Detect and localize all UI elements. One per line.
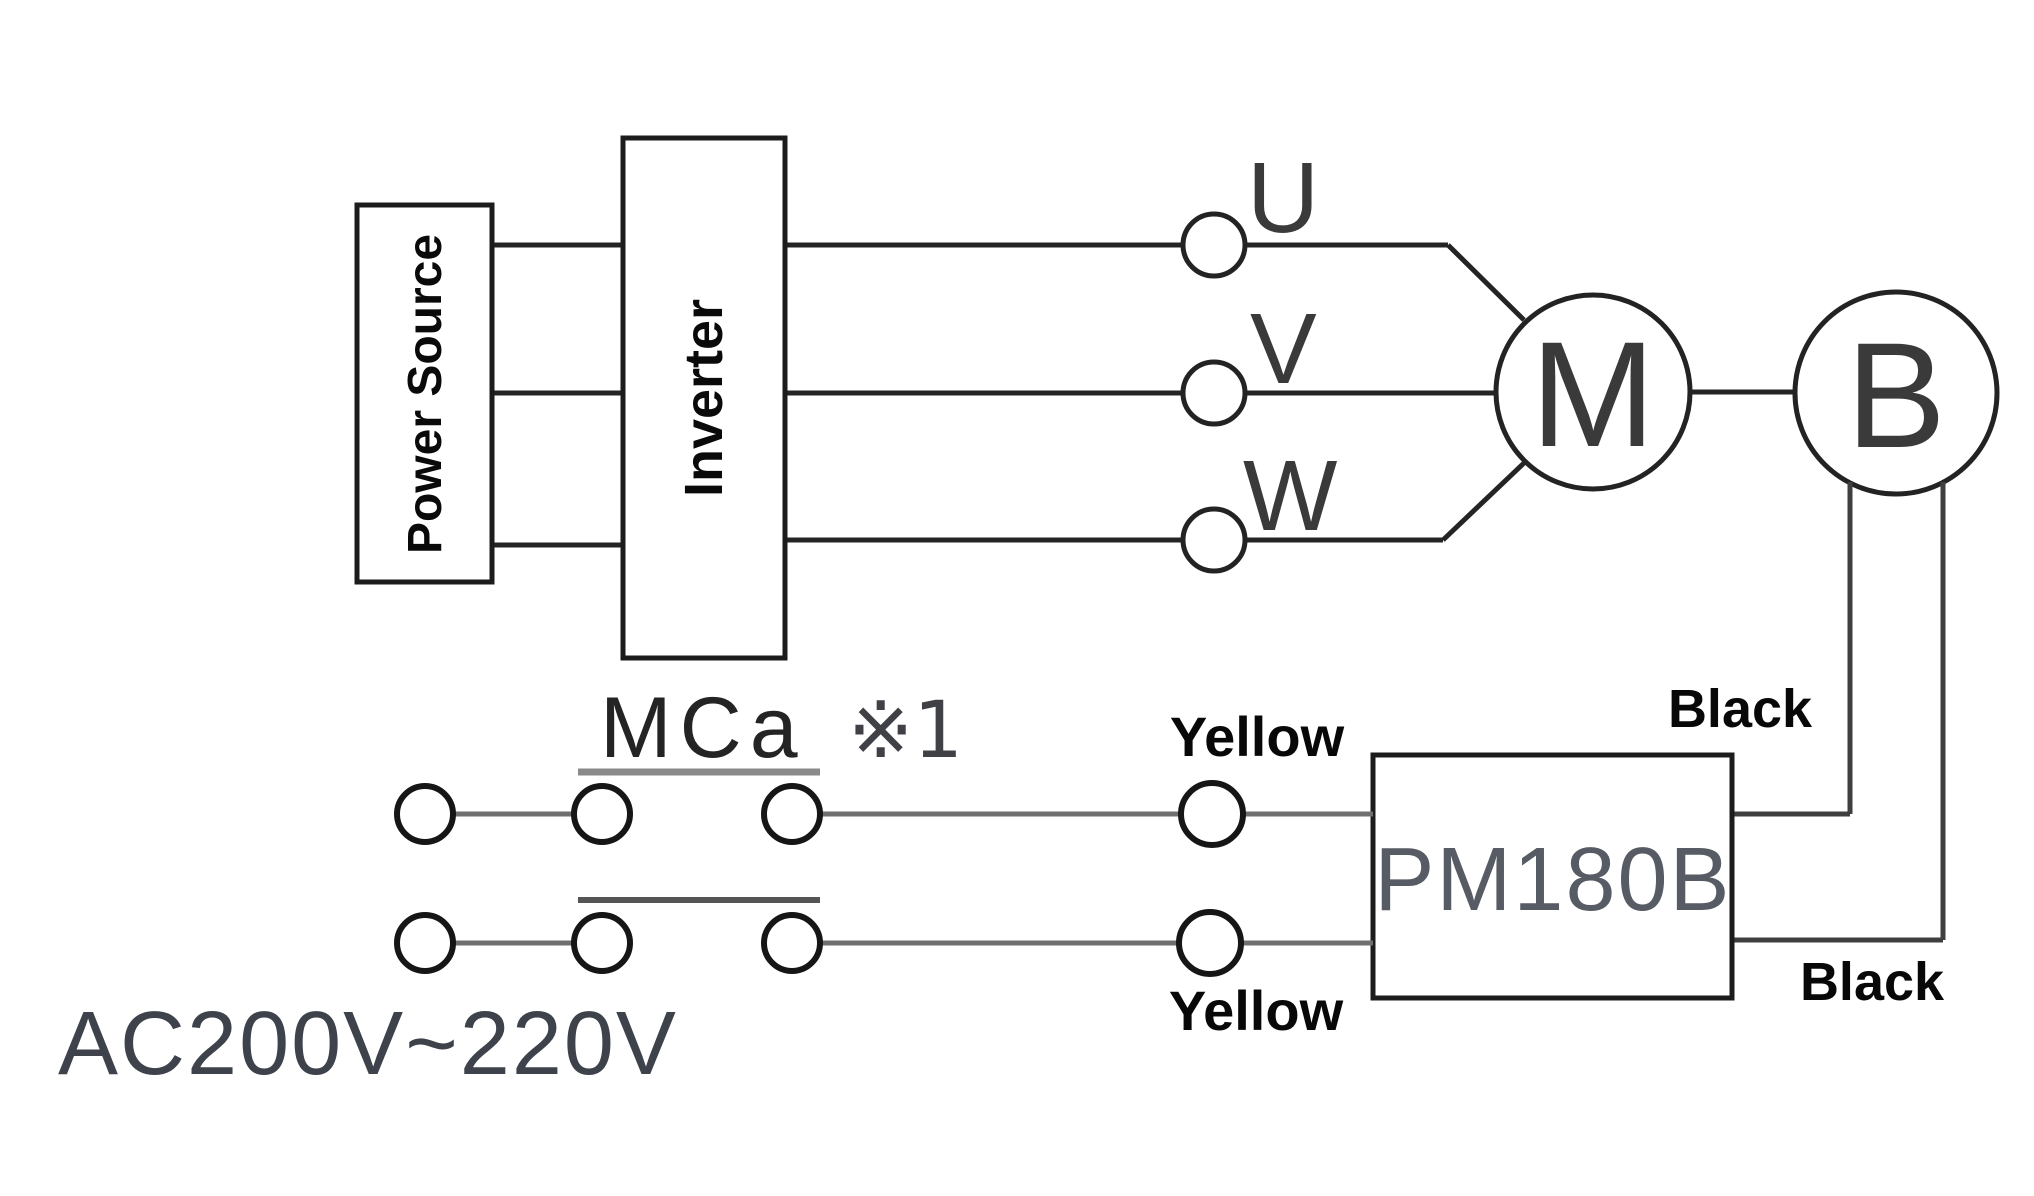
row2-contact-right: [761, 912, 823, 974]
mca-label: MCa: [600, 680, 806, 776]
power-source-box: [354, 202, 495, 585]
terminal-v-label: V: [1250, 293, 1317, 405]
wire-w-diagonal: [1441, 461, 1526, 542]
wire-u-diagonal: [1446, 243, 1526, 322]
ac-supply-label: AC200V~220V: [58, 994, 678, 1094]
brake-label: B: [1846, 311, 1946, 479]
row2-contact-left: [571, 912, 633, 974]
pm180b-box: [1370, 752, 1735, 1001]
yellow-label-top: Yellow: [1170, 705, 1345, 768]
power-source-label: Power Source: [399, 234, 452, 554]
terminal-u-circle: [1180, 211, 1248, 279]
mca-ref-note: ※1: [848, 686, 963, 776]
inverter-output-wires: [785, 242, 1526, 543]
terminal-u-label: U: [1247, 142, 1319, 254]
pm180b-label: PM180B: [1374, 830, 1731, 930]
row1-terminal-1: [394, 783, 456, 845]
row1-contact-left: [571, 783, 633, 845]
black-label-top: Black: [1668, 679, 1813, 739]
control-row-top: [394, 768, 1373, 848]
inverter-label: Inverter: [674, 299, 734, 497]
inverter-box: [620, 135, 788, 661]
yellow-label-bottom: Yellow: [1169, 979, 1344, 1042]
terminal-v-circle: [1180, 359, 1248, 427]
power-source-to-inverter-wires: [492, 242, 623, 548]
black-label-bottom: Black: [1800, 952, 1945, 1012]
brake-circle: [1792, 289, 2000, 497]
row1-yellow-terminal: [1178, 780, 1246, 848]
row1-contact-right: [761, 783, 823, 845]
brake-lead-wires: [1732, 482, 1946, 943]
terminal-w-label: W: [1243, 440, 1338, 552]
row2-yellow-terminal: [1176, 909, 1244, 977]
terminal-w-circle: [1180, 506, 1248, 574]
motor-label: M: [1531, 310, 1656, 478]
row2-terminal-1: [394, 912, 456, 974]
control-row-bottom: [394, 897, 1373, 977]
